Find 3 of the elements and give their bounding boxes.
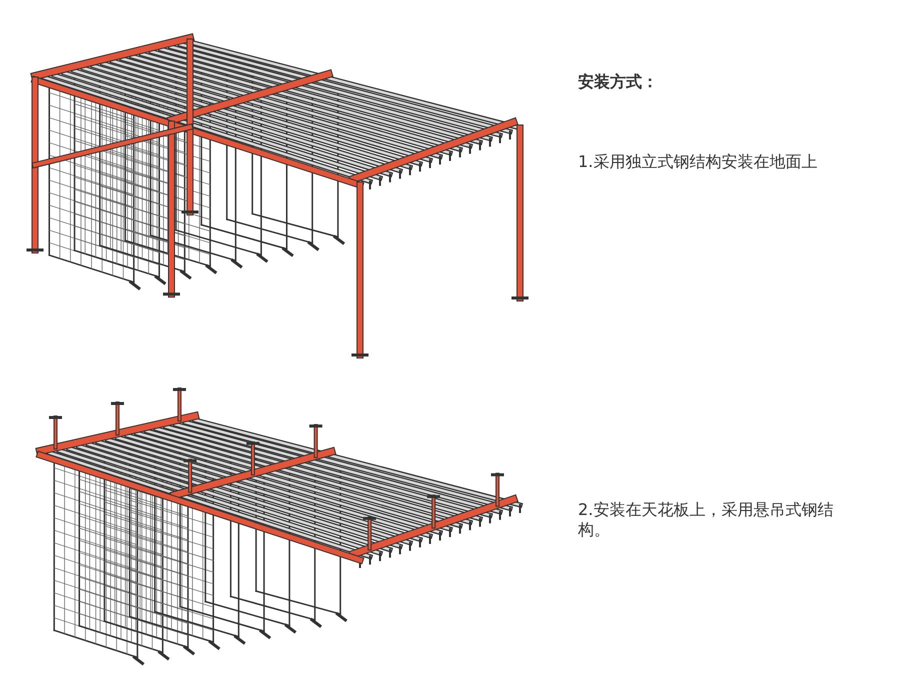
section-heading: 安装方式： (578, 72, 658, 92)
install-note: 1.采用独立式钢结构安装在地面上 (578, 152, 818, 172)
install-note: 2.安装在天花板上，采用悬吊式钢结构。 (578, 500, 834, 540)
